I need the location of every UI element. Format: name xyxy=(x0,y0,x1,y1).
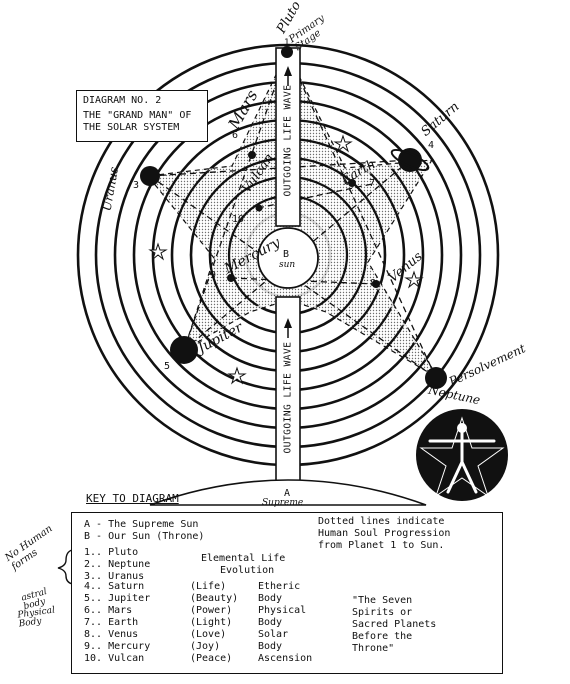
planet-number-10: 10 xyxy=(232,214,245,225)
key-body-label: Body xyxy=(258,641,283,652)
key-box xyxy=(71,512,503,674)
vitruvian-man-emblem xyxy=(416,409,508,501)
planet-number-8: 8 xyxy=(370,278,377,289)
star-icon xyxy=(148,242,168,261)
key-planet-name: 8.. Venus xyxy=(84,629,139,640)
key-planet-name: 6.. Mars xyxy=(84,605,133,616)
key-planet-name: 10. Vulcan xyxy=(84,653,145,664)
planet-number-9: 9 xyxy=(210,270,217,281)
key-planet-name: 9.. Mercury xyxy=(84,641,151,652)
key-body-label: Physical xyxy=(258,605,307,616)
star-icon xyxy=(227,366,247,385)
planet-earth xyxy=(348,179,356,187)
planet-number-4: 4 xyxy=(428,140,435,151)
planet-saturn xyxy=(398,148,422,172)
key-b-line: B - Our Sun (Throne) xyxy=(84,531,205,542)
key-body-label: Ascension xyxy=(258,653,313,664)
planet-number-6: 6 xyxy=(232,130,239,141)
key-dotted-note-3: from Planet 1 to Sun. xyxy=(318,540,445,551)
key-planet-virtue: (Beauty) xyxy=(190,593,239,604)
arrow-up-icon xyxy=(284,318,292,328)
sun-letter: B xyxy=(283,249,290,260)
key-planet-virtue: (Light) xyxy=(190,617,233,628)
planet-vulcan xyxy=(255,204,263,212)
key-body-label: Etheric xyxy=(258,581,301,592)
key-seven-spirits-1: "The Seven xyxy=(352,595,413,606)
supreme-sun-dome xyxy=(149,479,427,506)
our-sun-circle xyxy=(257,227,319,289)
planet-number-1: 1 xyxy=(284,38,290,48)
key-planet-name: 4.. Saturn xyxy=(84,581,145,592)
key-seven-spirits-4: Before the xyxy=(352,631,413,642)
planet-jupiter xyxy=(170,336,198,364)
planet-mars xyxy=(248,151,256,159)
planet-uranus xyxy=(140,166,160,186)
key-group1-uranus: 3.. Uranus xyxy=(84,571,145,582)
planet-number-3: 3 xyxy=(133,180,140,191)
planets xyxy=(140,46,447,389)
key-group1-neptune: 2.. Neptune xyxy=(84,559,151,570)
planet-neptune xyxy=(425,367,447,389)
planet-number-5: 5 xyxy=(164,361,171,372)
key-planet-virtue: (Life) xyxy=(190,581,227,592)
key-seven-spirits-2: Spirits or xyxy=(352,607,413,618)
key-planet-virtue: (Power) xyxy=(190,605,233,616)
planet-mercury xyxy=(227,274,235,282)
key-body-label: Body xyxy=(258,593,283,604)
star-icon xyxy=(404,270,424,289)
key-a-line: A - The Supreme Sun xyxy=(84,519,199,530)
outgoing-life-wave-top: OUTGOING LIFE WAVE xyxy=(282,84,294,197)
key-planet-virtue: (Love) xyxy=(190,629,227,640)
note-supreme: Supreme xyxy=(262,498,304,508)
outgoing-life-wave-bottom: OUTGOING LIFE WAVE xyxy=(282,341,294,454)
key-group1-label-1: Elemental Life xyxy=(201,553,286,564)
key-planet-virtue: (Peace) xyxy=(190,653,233,664)
key-body-label: Body xyxy=(258,617,283,628)
key-group1-pluto: 1.. Pluto xyxy=(84,547,139,558)
supreme-letter: A xyxy=(284,488,291,499)
title-line-3: THE SOLAR SYSTEM xyxy=(83,122,180,133)
key-planet-name: 7.. Earth xyxy=(84,617,139,628)
planet-number-7: 7 xyxy=(369,178,376,189)
planet-pluto xyxy=(281,46,293,58)
key-seven-spirits-5: Throne" xyxy=(352,643,395,654)
key-group1-label-2: Evolution xyxy=(220,565,275,576)
key-dotted-note-1: Dotted lines indicate xyxy=(318,516,445,527)
key-body-label: Solar xyxy=(258,629,289,640)
diagram-title-box: DIAGRAM NO. 2 THE "GRAND MAN" OF THE SOL… xyxy=(76,90,208,142)
key-seven-spirits-3: Sacred Planets xyxy=(352,619,437,630)
star-markers xyxy=(148,134,424,385)
arrow-up-icon xyxy=(284,66,292,76)
sun-label: sun xyxy=(279,260,296,270)
title-line-1: DIAGRAM NO. 2 xyxy=(83,95,162,106)
planet-venus xyxy=(372,280,380,288)
star-icon xyxy=(333,134,353,153)
key-heading: KEY TO DIAGRAM xyxy=(86,492,179,505)
key-dotted-note-2: Human Soul Progression xyxy=(318,528,451,539)
key-planet-virtue: (Joy) xyxy=(190,641,221,652)
title-line-2: THE "GRAND MAN" OF xyxy=(83,110,192,121)
key-planet-name: 5.. Jupiter xyxy=(84,593,151,604)
